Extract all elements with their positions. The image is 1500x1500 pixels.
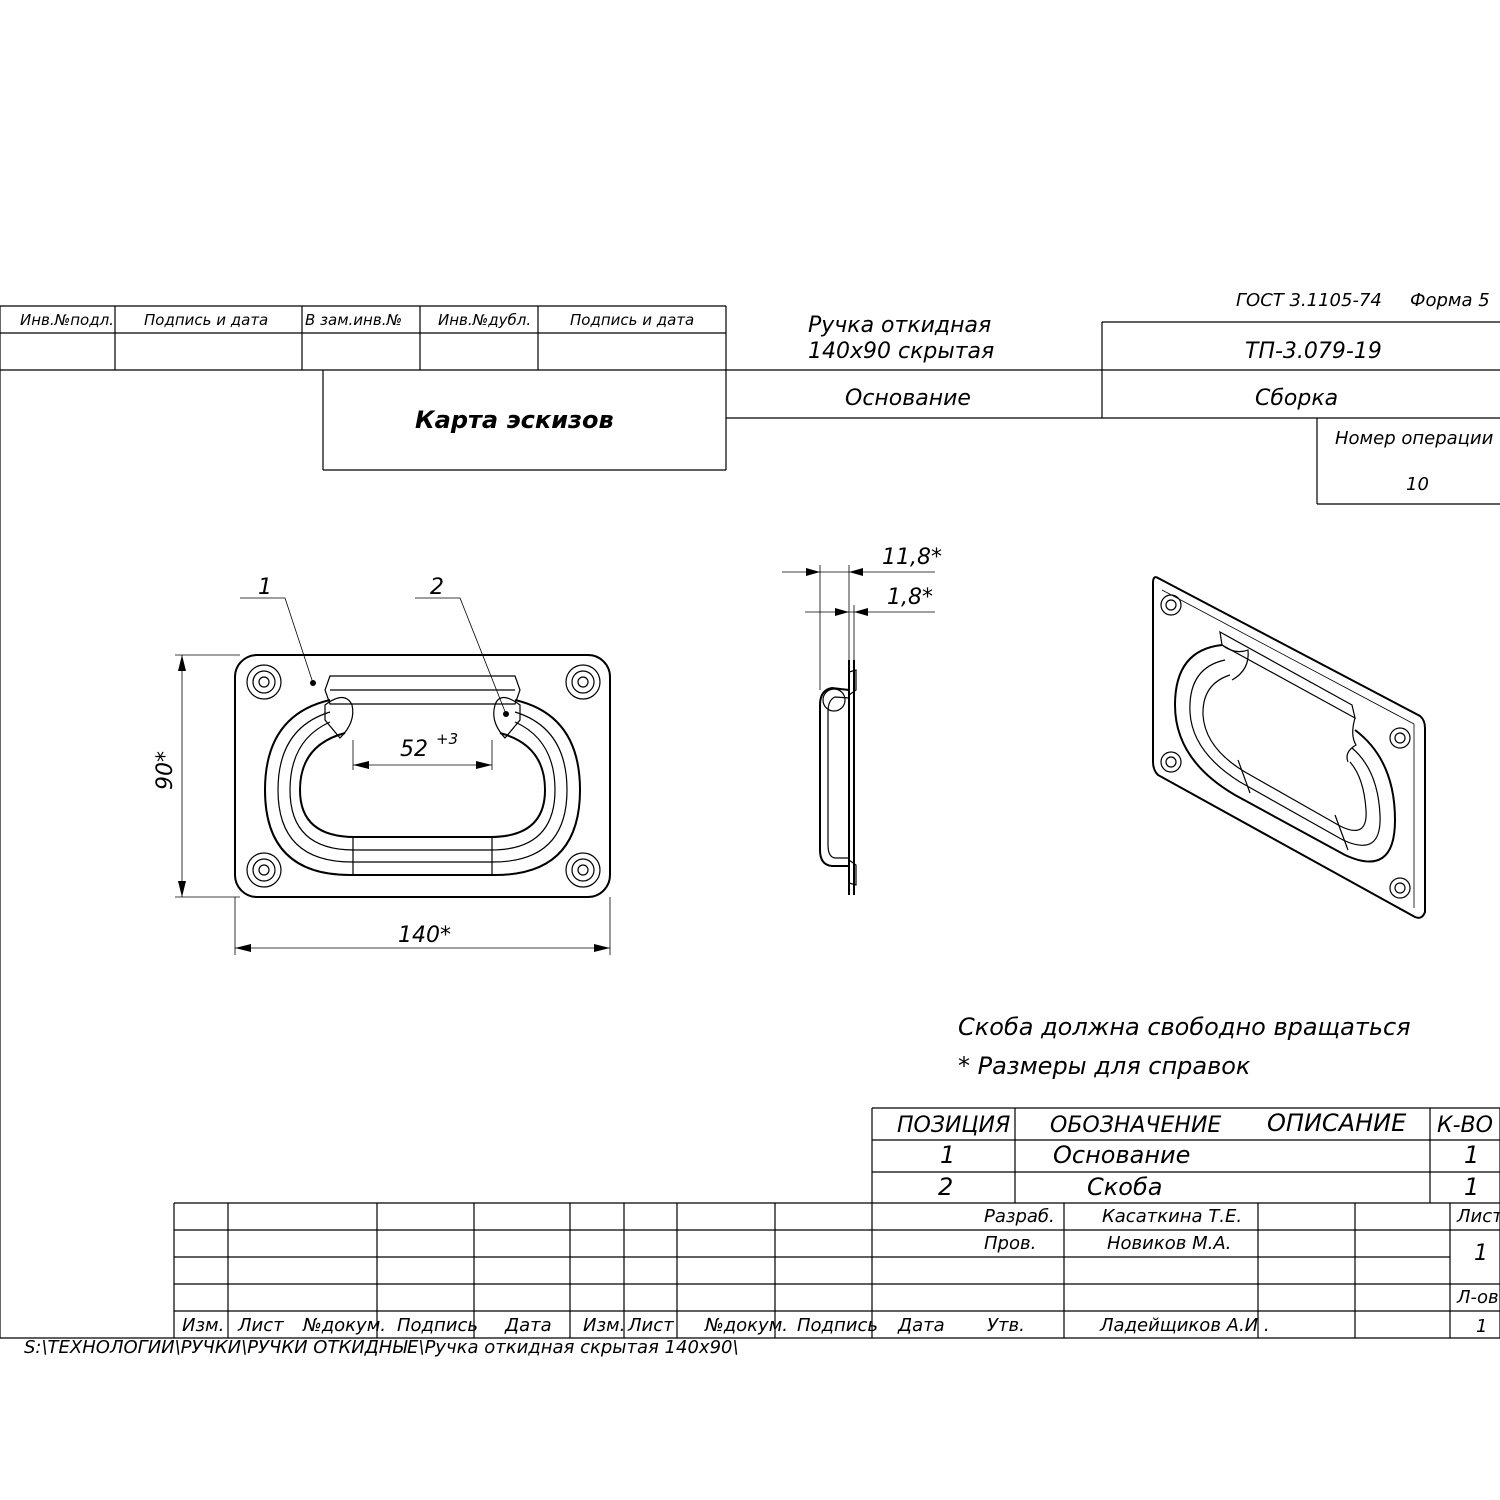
side-view: 11,8* 1,8*: [782, 545, 942, 895]
tb-person-approver: Ладейщиков А.И .: [1099, 1315, 1270, 1336]
tb-person-checker: Новиков М.А.: [1107, 1233, 1231, 1254]
product-name-line1: Ручка откидная: [808, 313, 991, 338]
archive-col-3: В зам.инв.№: [305, 311, 402, 329]
dim-total-thickness: 11,8*: [882, 545, 942, 570]
tb-col-list-1: Лист: [237, 1315, 284, 1336]
tb-sheets-label: Л-ов: [1456, 1287, 1499, 1308]
bom-header-description: ОПИСАНИЕ: [1267, 1109, 1407, 1137]
bom-row-1-name: Основание: [1053, 1141, 1190, 1169]
leader-label-1: 1: [258, 575, 272, 600]
front-view: [234, 654, 611, 898]
tb-col-sign-1: Подпись: [397, 1315, 478, 1336]
leader-label-2: 2: [430, 575, 444, 600]
tb-col-date-1: Дата: [504, 1315, 552, 1336]
tb-col-doc-1: №докум.: [302, 1315, 386, 1336]
mount-hole-bl: [246, 852, 282, 888]
dim-plate-thickness: 1,8*: [887, 585, 933, 610]
tb-person-developer: Касаткина Т.Е.: [1102, 1206, 1242, 1227]
bom-row-2-name: Скоба: [1087, 1173, 1162, 1201]
tb-col-doc-2: №докум.: [704, 1315, 788, 1336]
bom-row-2-qty: 1: [1464, 1173, 1479, 1201]
front-dimensions: 90* 140* 52 +3: [153, 654, 611, 955]
tb-col-sign-2: Подпись: [797, 1315, 878, 1336]
archive-strip: Инв.№подл. Подпись и дата В зам.инв.№ Ин…: [0, 305, 1500, 470]
doc-title: Карта эскизов: [415, 406, 614, 434]
tb-role-checker: Пров.: [984, 1233, 1036, 1254]
archive-col-4: Инв.№дубл.: [438, 311, 531, 329]
mount-hole-tr: [565, 664, 601, 700]
tb-col-date-2: Дата: [897, 1315, 945, 1336]
note-2: * Размеры для справок: [958, 1052, 1251, 1080]
tb-sheet-label: Лист: [1456, 1206, 1500, 1227]
gost-label: ГОСТ 3.1105-74: [1236, 290, 1382, 311]
product-name-line2: 140х90 скрытая: [808, 339, 994, 364]
mount-hole-br: [565, 852, 601, 888]
bom-header-designation: ОБОЗНАЧЕНИЕ: [1050, 1113, 1221, 1138]
dim-height: 90*: [153, 751, 178, 790]
form-label: Форма 5: [1410, 290, 1490, 311]
tb-col-list-2: Лист: [627, 1315, 674, 1336]
op-number-label: Номер операции: [1335, 428, 1494, 449]
tb-role-approver: Утв.: [987, 1315, 1025, 1336]
archive-col-5: Подпись и дата: [570, 311, 694, 329]
bom-row-1-pos: 1: [940, 1141, 955, 1169]
bom-header-position: ПОЗИЦИЯ: [897, 1113, 1010, 1138]
op-number: 10: [1406, 474, 1429, 495]
operation-number-box: Номер операции 10: [1316, 418, 1500, 505]
bom-row-1-qty: 1: [1464, 1141, 1479, 1169]
tb-role-developer: Разраб.: [984, 1206, 1055, 1227]
bom-header-qty: К-ВО: [1437, 1113, 1493, 1138]
archive-col-2: Подпись и дата: [144, 311, 268, 329]
note-1: Скоба должна свободно вращаться: [958, 1013, 1411, 1041]
mount-hole-tl: [246, 664, 282, 700]
tb-sheets-value: 1: [1476, 1316, 1487, 1337]
bom-table: ПОЗИЦИЯ ОБОЗНАЧЕНИЕ ОПИСАНИЕ К-ВО 1 Осно…: [871, 1107, 1500, 1338]
tb-sheet-value: 1: [1474, 1241, 1488, 1266]
leader-lines: 1 2: [240, 575, 507, 715]
doc-title-box: Карта эскизов: [322, 370, 726, 471]
operation-type: Сборка: [1255, 386, 1338, 411]
isometric-view: [1152, 576, 1426, 919]
archive-col-1: Инв.№подл.: [20, 311, 114, 329]
tb-col-izm-2: Изм.: [583, 1315, 625, 1336]
designation-box: ТП-3.079-19: [726, 321, 1500, 419]
dim-inner: 52: [400, 737, 428, 762]
tb-col-izm-1: Изм.: [182, 1315, 224, 1336]
title-block: Изм. Лист №докум. Подпись Дата Изм. Лист…: [0, 1202, 1500, 1339]
file-path: S:\ТЕХНОЛОГИИ\РУЧКИ\РУЧКИ ОТКИДНЫЕ\Ручка…: [24, 1337, 739, 1358]
part-name: Основание: [845, 386, 971, 411]
bom-row-2-pos: 2: [938, 1173, 953, 1201]
designation: ТП-3.079-19: [1245, 339, 1382, 364]
dim-width: 140*: [398, 923, 451, 948]
dim-inner-tolerance: +3: [436, 730, 458, 748]
